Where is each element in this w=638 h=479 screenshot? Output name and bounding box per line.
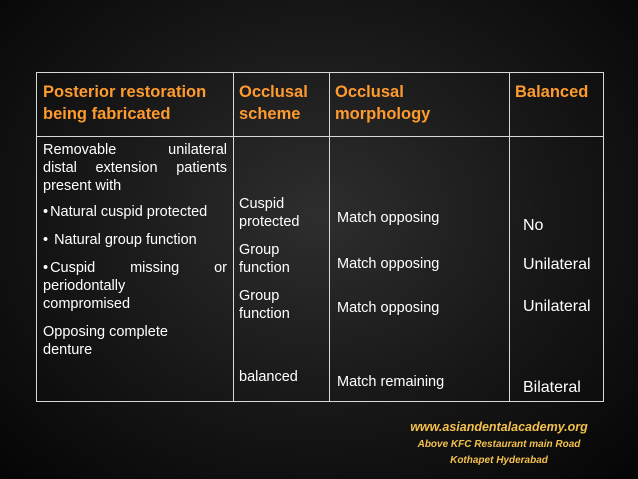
- balanced-r1: No: [523, 217, 544, 234]
- opposing-line: Opposing complete: [43, 324, 168, 340]
- header-text: scheme: [239, 105, 301, 123]
- scheme-r2: Group function: [239, 241, 327, 277]
- word: or: [214, 260, 227, 276]
- balanced-r2: Unilateral: [523, 256, 591, 273]
- morphology-r1: Match opposing: [337, 210, 440, 226]
- morphology-r4: Match remaining: [337, 374, 445, 390]
- column-divider: [329, 73, 330, 401]
- scheme-r1: Cuspid protected: [239, 195, 327, 231]
- column-divider: [233, 73, 234, 401]
- intro-line: distal extension patients: [43, 159, 227, 177]
- header-divider: [37, 136, 603, 137]
- list-item-group-function: Natural group function: [43, 231, 227, 249]
- balanced-r4: Bilateral: [523, 379, 581, 396]
- footer-website[interactable]: www.asiandentalacademy.org: [410, 420, 588, 434]
- word: unilateral: [168, 142, 227, 158]
- header-occlusal-morphology: Occlusal morphology: [335, 81, 505, 125]
- word: Cuspid: [43, 259, 95, 277]
- restoration-cell: Removable unilateral distal extension pa…: [43, 141, 227, 359]
- list-item-cuspid-protected: Natural cuspid protected: [43, 203, 227, 221]
- occlusion-table: Posterior restoration being fabricated O…: [36, 72, 604, 402]
- word: missing: [130, 260, 180, 276]
- word: distal: [43, 160, 77, 176]
- list-item-text: Natural cuspid protected: [50, 204, 208, 220]
- scheme-text: function: [239, 260, 290, 276]
- scheme-r3: Group function: [239, 287, 327, 323]
- header-restoration: Posterior restoration being fabricated: [43, 81, 229, 125]
- scheme-text: Group: [239, 242, 280, 258]
- word: extension: [95, 160, 158, 176]
- morphology-r2: Match opposing: [337, 256, 440, 272]
- header-text: morphology: [335, 105, 431, 123]
- scheme-text: protected: [239, 214, 300, 230]
- item-line: compromised: [43, 296, 131, 312]
- header-occlusal-scheme: Occlusal scheme: [239, 81, 327, 125]
- footer-address-line1: Above KFC Restaurant main Road: [417, 439, 581, 450]
- header-text: Occlusal: [239, 83, 308, 101]
- scheme-text: function: [239, 306, 290, 322]
- scheme-r4: balanced: [239, 369, 298, 385]
- header-text: Posterior restoration: [43, 83, 207, 101]
- list-item-cuspid-missing: Cuspid missing or periodontally compromi…: [43, 259, 227, 313]
- word: patients: [176, 160, 227, 176]
- intro-line: present with: [43, 178, 122, 194]
- list-item-text: Natural group function: [54, 232, 197, 248]
- word: Removable: [43, 142, 117, 158]
- header-text: Occlusal: [335, 83, 404, 101]
- footer-address-line2: Kothapet Hyderabad: [450, 455, 548, 466]
- header-text: being fabricated: [43, 105, 171, 123]
- scheme-text: Group: [239, 288, 280, 304]
- header-balanced: Balanced: [515, 81, 603, 103]
- column-divider: [509, 73, 510, 401]
- opposing-line: denture: [43, 342, 93, 358]
- item-line: periodontally: [43, 278, 126, 294]
- intro-line: Removable unilateral: [43, 141, 227, 159]
- header-text: Balanced: [515, 83, 589, 101]
- scheme-text: Cuspid: [239, 196, 285, 212]
- balanced-r3: Unilateral: [523, 298, 591, 315]
- morphology-r3: Match opposing: [337, 300, 440, 316]
- word-text: Cuspid: [50, 260, 96, 276]
- item-line: Cuspid missing or: [43, 259, 227, 277]
